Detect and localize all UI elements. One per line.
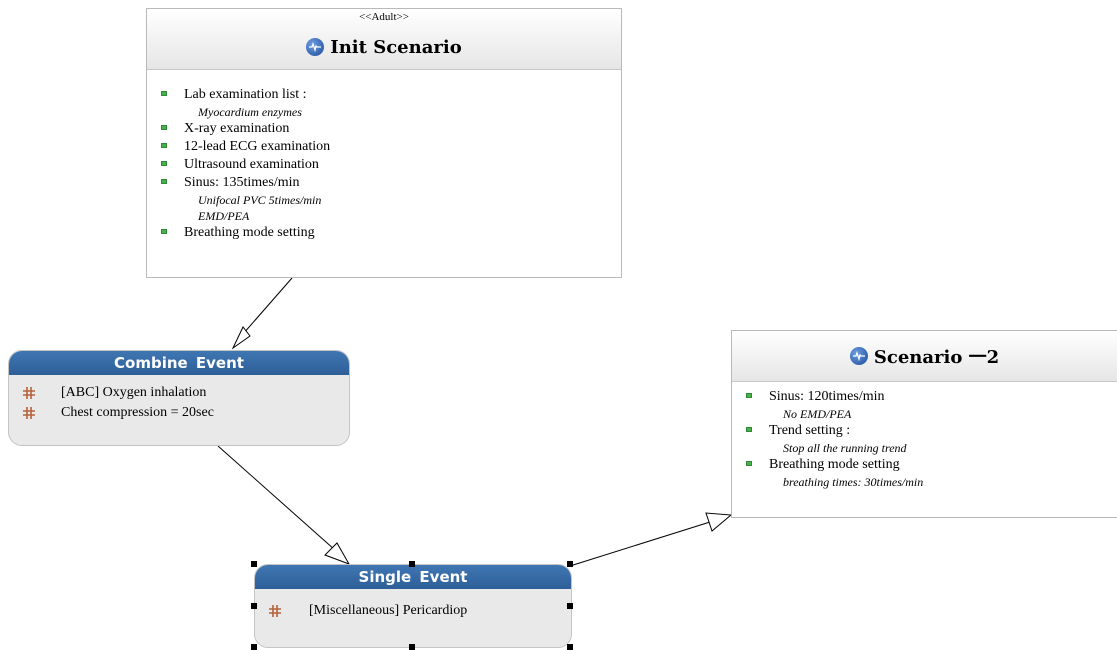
event-item-label: [Miscellaneous] Pericardiop — [309, 603, 468, 618]
item-label: Breathing mode setting — [184, 225, 315, 240]
single-event-items: [Miscellaneous] Pericardiop — [255, 589, 571, 621]
connector-init-to-combine — [242, 277, 293, 335]
item-detail: breathing times: 30times/min — [783, 475, 924, 489]
bullet-icon — [746, 461, 752, 466]
item-label: Sinus: 135times/min — [184, 175, 300, 190]
init-scenario-items: Lab examination list : Myocardium enzyme… — [147, 70, 621, 242]
init-scenario-title-text: Init Scenario — [330, 36, 462, 58]
item-detail: Stop all the running trend — [783, 441, 907, 455]
resize-handle[interactable] — [251, 603, 257, 609]
list-item: Breathing mode setting breathing times: … — [742, 456, 1117, 490]
bullet-icon — [746, 393, 752, 398]
event-grid-icon — [23, 407, 35, 419]
event-item-label: Chest compression = 20sec — [61, 405, 214, 420]
scenario-2-title: Scenario 一2 — [732, 331, 1117, 381]
list-item: Sinus: 135times/min Unifocal PVC 5times/… — [157, 174, 621, 224]
list-item: Lab examination list : Myocardium enzyme… — [157, 86, 621, 120]
item-label: Sinus: 120times/min — [769, 389, 885, 404]
connector-combine-to-single — [217, 445, 336, 551]
bullet-icon — [746, 427, 752, 432]
resize-handle[interactable] — [567, 644, 573, 650]
item-label: Breathing mode setting — [769, 457, 900, 472]
item-detail: Unifocal PVC 5times/min — [198, 193, 322, 207]
single-event-node[interactable]: Single Event [Miscellaneous] Pericardiop — [254, 564, 572, 648]
bullet-icon — [161, 179, 167, 184]
init-scenario-title: Init Scenario — [147, 25, 621, 69]
event-grid-icon — [269, 605, 281, 617]
item-detail: Myocardium enzymes — [198, 105, 302, 119]
list-item: Chest compression = 20sec — [23, 403, 349, 423]
scenario-2-items: Sinus: 120times/min No EMD/PEA Trend set… — [732, 382, 1117, 490]
list-item: X-ray examination — [157, 120, 621, 138]
list-item: Sinus: 120times/min No EMD/PEA — [742, 388, 1117, 422]
bullet-icon — [161, 229, 167, 234]
list-item: [Miscellaneous] Pericardiop — [269, 601, 571, 621]
resize-handle[interactable] — [409, 561, 415, 567]
item-label: 12-lead ECG examination — [184, 139, 331, 154]
item-detail: EMD/PEA — [198, 209, 250, 223]
arrowhead-scenario2 — [705, 512, 733, 532]
arrowhead-single — [324, 542, 351, 565]
bullet-icon — [161, 143, 167, 148]
single-event-header: Single Event — [255, 565, 571, 589]
scenario-icon — [849, 347, 868, 365]
item-label: Ultrasound examination — [184, 157, 319, 172]
resize-handle[interactable] — [251, 644, 257, 650]
init-scenario-node[interactable]: <<Adult>> Init Scenario Lab examination … — [146, 8, 622, 278]
event-grid-icon — [23, 387, 35, 399]
resize-handle[interactable] — [567, 603, 573, 609]
resize-handle[interactable] — [251, 561, 257, 567]
item-detail: No EMD/PEA — [783, 407, 852, 421]
combine-event-header: Combine Event — [9, 351, 349, 375]
list-item: Breathing mode setting — [157, 224, 621, 242]
combine-event-node[interactable]: Combine Event [ABC] Oxygen inhalation Ch… — [8, 350, 350, 446]
list-item: Ultrasound examination — [157, 156, 621, 174]
bullet-icon — [161, 161, 167, 166]
arrowhead-combine — [231, 326, 251, 350]
item-label: Lab examination list : — [184, 87, 307, 102]
scenario-2-node[interactable]: Scenario 一2 Sinus: 120times/min No EMD/P… — [731, 330, 1117, 518]
item-label: Trend setting : — [769, 423, 851, 438]
init-scenario-header: <<Adult>> Init Scenario — [147, 9, 621, 70]
scenario-2-title-text: Scenario 一2 — [873, 347, 1000, 368]
list-item: [ABC] Oxygen inhalation — [23, 383, 349, 403]
connector-single-to-scenario2 — [569, 521, 711, 567]
event-item-label: [ABC] Oxygen inhalation — [61, 385, 207, 400]
item-label: X-ray examination — [184, 121, 290, 136]
bullet-icon — [161, 91, 167, 96]
combine-event-items: [ABC] Oxygen inhalation Chest compressio… — [9, 375, 349, 423]
scenario-2-header: Scenario 一2 — [732, 331, 1117, 382]
list-item: 12-lead ECG examination — [157, 138, 621, 156]
bullet-icon — [161, 125, 167, 130]
list-item: Trend setting : Stop all the running tre… — [742, 422, 1117, 456]
resize-handle[interactable] — [567, 561, 573, 567]
stereotype-label: <<Adult>> — [359, 11, 409, 23]
resize-handle[interactable] — [409, 644, 415, 650]
scenario-icon — [306, 38, 325, 56]
